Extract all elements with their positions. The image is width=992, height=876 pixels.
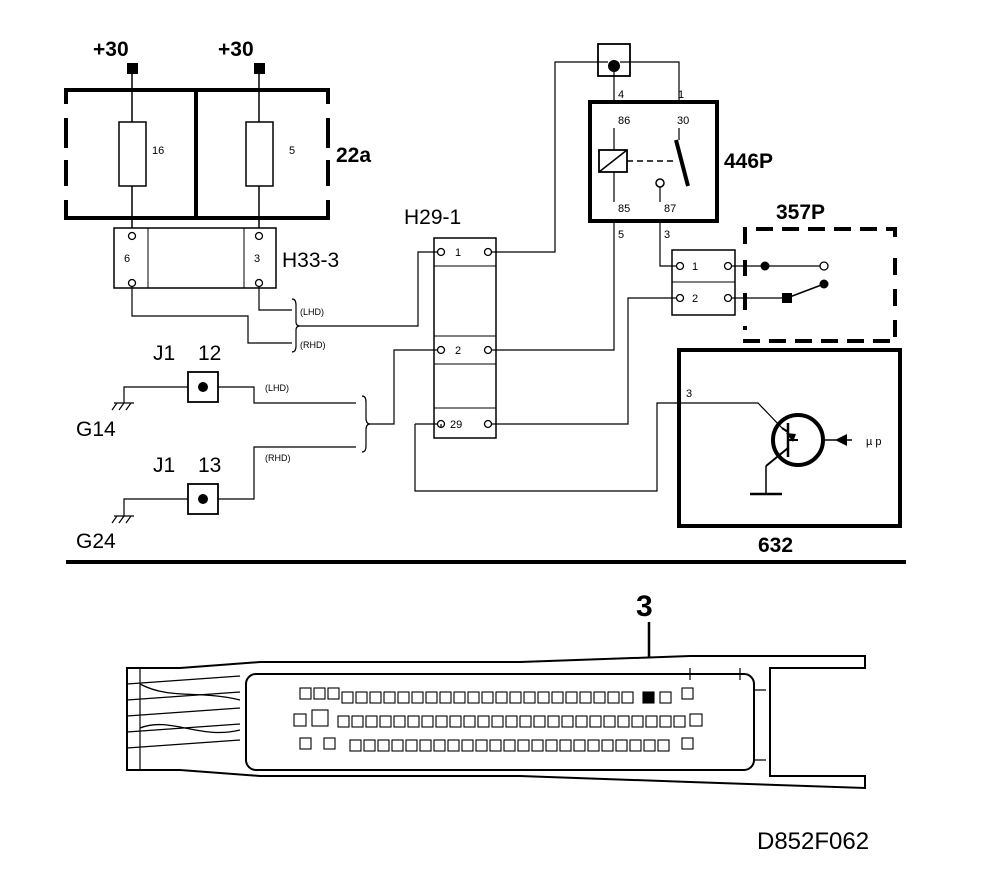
variant-lhd-lower: (LHD) — [265, 383, 289, 393]
variant-lhd-upper: (LHD) — [300, 307, 324, 317]
h33-pin-6: 6 — [124, 253, 130, 265]
relay-terminal-85: 85 — [618, 203, 630, 215]
h29-label: H29-1 — [404, 206, 461, 229]
figure-code: D852F062 — [757, 828, 869, 855]
ecu-callout-number: 3 — [636, 590, 653, 623]
ecu-pin-row-1 — [299, 687, 694, 704]
switch-label: 357P — [776, 201, 825, 224]
h29-pin-29: 29 — [450, 419, 462, 431]
fuse-box-label: 22a — [336, 144, 371, 167]
relay-terminal-87: 87 — [664, 203, 676, 215]
fuse-16-label: 16 — [152, 145, 164, 157]
relay-wire-4: 4 — [618, 89, 624, 101]
supply-right-label: +30 — [218, 38, 254, 61]
ground-g24-label: G24 — [76, 530, 116, 553]
fuse-box-22a: 16 5 22a — [64, 88, 371, 220]
switch-357p: 1 2 357P — [491, 201, 897, 425]
relay-wire-1: 1 — [678, 89, 684, 101]
control-unit-632: 632 3 µ p — [414, 348, 902, 557]
h33-label: H33-3 — [282, 249, 339, 272]
relay-label: 446P — [724, 150, 773, 173]
ground-g14-label: G14 — [76, 418, 116, 441]
relay-terminal-30: 30 — [677, 115, 689, 127]
h33-output-wires — [131, 251, 438, 353]
supply-left-label: +30 — [93, 38, 129, 61]
connector-h33-3: 6 3 H33-3 — [113, 227, 339, 289]
jumper-j1-12: J1 12 — [153, 342, 221, 403]
variant-rhd-upper: (RHD) — [300, 340, 326, 350]
relay-446p: 4 1 86 30 85 87 446P 5 3 — [491, 43, 773, 351]
jumper-j1-13: J1 13 — [153, 454, 221, 515]
relay-wire-5: 5 — [618, 229, 624, 241]
j1-bottom-label: J1 — [153, 454, 175, 477]
connector-h29-1: H29-1 1 2 29 — [404, 206, 497, 439]
h29-pin-2: 2 — [455, 345, 461, 357]
h33-pin-3: 3 — [254, 253, 260, 265]
fuse-5-label: 5 — [289, 145, 295, 157]
ground-wires — [111, 349, 438, 524]
j1-bottom-number: 13 — [198, 454, 221, 477]
j1-top-label: J1 — [153, 342, 175, 365]
switch-pin-1: 1 — [692, 261, 698, 273]
relay-wire-3: 3 — [664, 229, 670, 241]
control-unit-pin-3: 3 — [686, 388, 692, 400]
ecu-pin-row-2 — [293, 709, 703, 728]
relay-terminal-86: 86 — [618, 115, 630, 127]
ecu-connector: 3 — [126, 590, 866, 790]
j1-top-number: 12 — [198, 342, 221, 365]
variant-rhd-lower: (RHD) — [265, 453, 291, 463]
control-unit-label: 632 — [758, 534, 793, 557]
control-unit-input: µ p — [866, 436, 882, 448]
switch-pin-2: 2 — [692, 293, 698, 305]
ecu-pin-row-3 — [299, 737, 694, 752]
h29-pin-1: 1 — [455, 247, 461, 259]
